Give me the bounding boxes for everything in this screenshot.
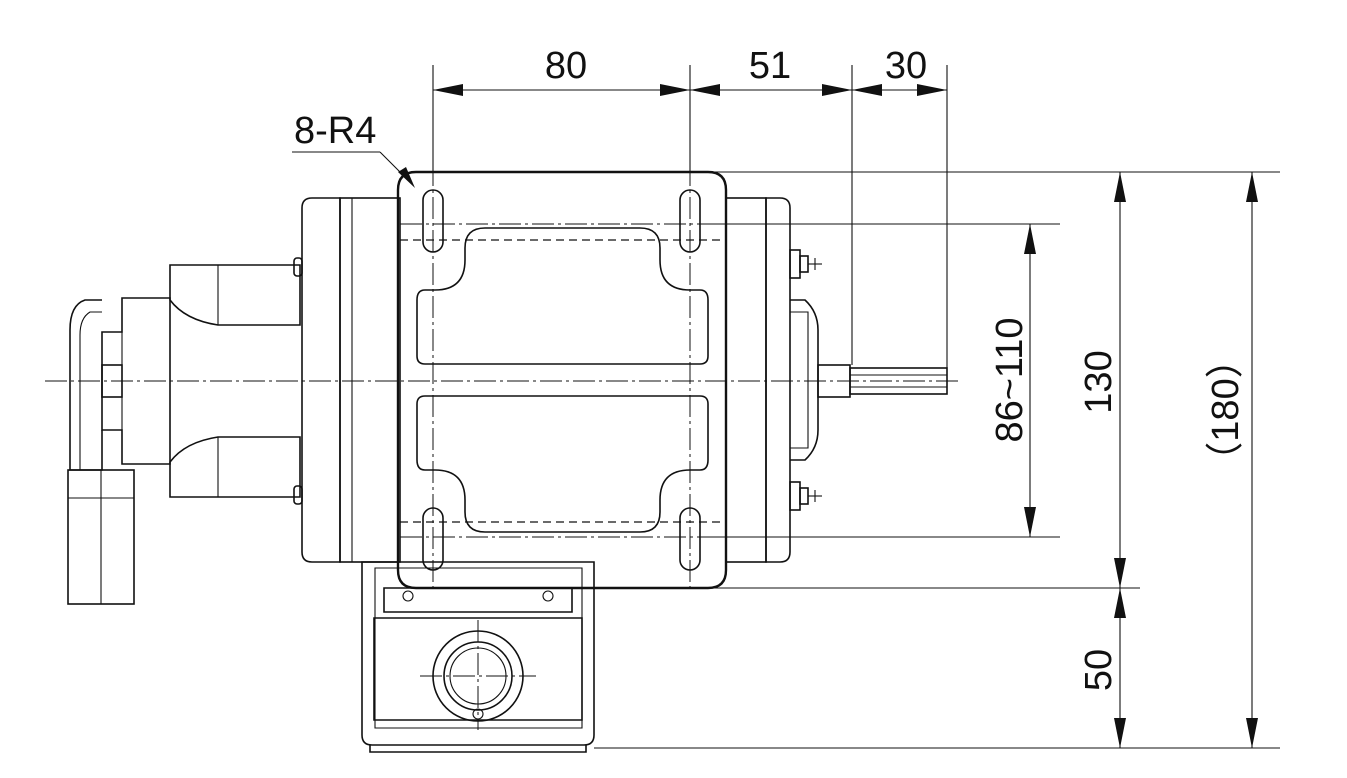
vertical-dimensions: 86~110 130 50 （180） <box>989 172 1258 748</box>
arrow-51-right <box>822 84 852 96</box>
arrow-50-top <box>1114 588 1126 618</box>
dim-130-label: 130 <box>1078 350 1120 413</box>
dim-30-label: 30 <box>885 45 927 87</box>
extension-lines <box>432 65 1280 749</box>
radius-note-label: 8-R4 <box>294 110 376 152</box>
arrow-130-top <box>1114 172 1126 202</box>
radius-arrow <box>398 167 415 188</box>
arrow-80-right <box>660 84 690 96</box>
left-fitting <box>67 257 303 605</box>
lower-bolt <box>789 481 822 511</box>
arrow-130-bottom <box>1114 558 1126 588</box>
dim-86-110-label: 86~110 <box>989 317 1031 442</box>
upper-bolt <box>789 249 822 279</box>
upper-window <box>416 227 709 365</box>
dim-50-label: 50 <box>1078 649 1120 691</box>
slot-bottom-right <box>679 507 701 571</box>
dim-180-label: （180） <box>1205 340 1247 479</box>
radius-leader: 8-R4 <box>292 110 415 188</box>
arrow-30-left <box>852 84 882 96</box>
arrow-51-left <box>690 84 720 96</box>
center-lines <box>45 65 960 590</box>
arrow-30-right <box>917 84 947 96</box>
motor-housing <box>301 197 791 563</box>
end-cover-and-shaft <box>789 249 948 511</box>
arrow-86-110-top <box>1024 224 1036 254</box>
dim-80-label: 80 <box>545 45 587 87</box>
dim-51-label: 51 <box>749 45 791 87</box>
slot-bottom-left <box>422 507 444 571</box>
arrow-50-bottom <box>1114 718 1126 748</box>
lower-window <box>416 395 709 533</box>
arrow-180-top <box>1246 172 1258 202</box>
bottom-junction-box <box>361 561 595 753</box>
arrow-86-110-bottom <box>1024 507 1036 537</box>
arrow-80-left <box>433 84 463 96</box>
horizontal-dimensions: 80 51 30 <box>433 45 947 96</box>
arrow-180-bottom <box>1246 718 1258 748</box>
slot-top-right <box>679 189 701 253</box>
mounting-flange <box>396 170 728 590</box>
slot-top-left <box>422 189 444 253</box>
